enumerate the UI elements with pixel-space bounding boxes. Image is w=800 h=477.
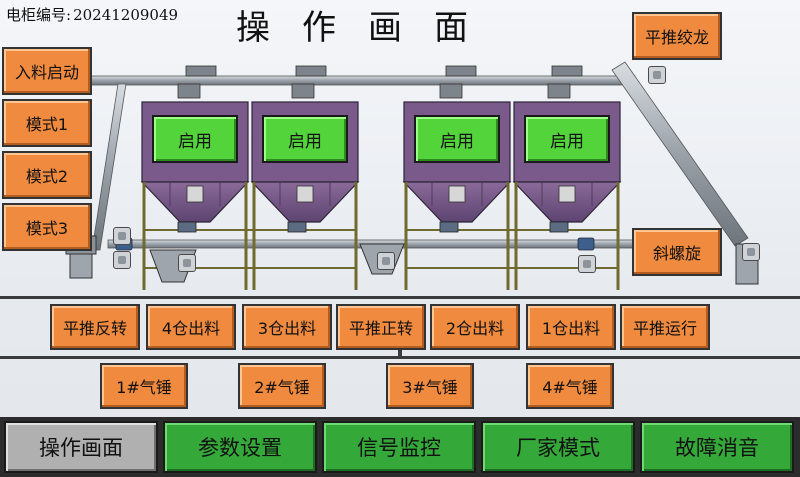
pusher-run-button[interactable]: 平推运行 bbox=[620, 304, 710, 350]
separator-line bbox=[0, 296, 800, 299]
silo-2-discharge-button[interactable]: 2仓出料 bbox=[430, 304, 520, 350]
silo-4-discharge-button[interactable]: 4仓出料 bbox=[146, 304, 236, 350]
mode-1-button[interactable]: 模式1 bbox=[2, 99, 92, 147]
silo-2-enable-button[interactable]: 启用 bbox=[262, 115, 348, 163]
nav-signal-monitor[interactable]: 信号监控 bbox=[322, 421, 476, 473]
silo-3-discharge-button[interactable]: 3仓出料 bbox=[242, 304, 332, 350]
valve-status-icon bbox=[377, 252, 395, 270]
connector bbox=[398, 350, 402, 358]
air-hammer-2-button[interactable]: 2#气锤 bbox=[238, 363, 326, 409]
screw-status-icon bbox=[742, 243, 760, 261]
air-hammer-4-button[interactable]: 4#气锤 bbox=[526, 363, 614, 409]
feed-start-button[interactable]: 入料启动 bbox=[2, 47, 92, 95]
silo-1-discharge-button[interactable]: 1仓出料 bbox=[526, 304, 616, 350]
air-hammer-3-button[interactable]: 3#气锤 bbox=[386, 363, 474, 409]
mode-3-button[interactable]: 模式3 bbox=[2, 203, 92, 251]
page-title: 操作画面 bbox=[236, 8, 500, 48]
silo-3-enable-button[interactable]: 启用 bbox=[414, 115, 500, 163]
nav-fault-silence[interactable]: 故障消音 bbox=[640, 421, 794, 473]
nav-parameter-settings[interactable]: 参数设置 bbox=[163, 421, 317, 473]
auger-status-icon bbox=[648, 66, 666, 84]
pusher-forward-button[interactable]: 平推正转 bbox=[336, 304, 426, 350]
nav-operation-screen[interactable]: 操作画面 bbox=[4, 421, 158, 473]
valve-status-icon bbox=[178, 254, 196, 272]
motor-status-icon bbox=[578, 255, 596, 273]
motor-status-icon bbox=[113, 227, 131, 245]
cabinet-number-label: 电柜编号:20241209049 bbox=[6, 4, 178, 25]
inclined-screw-button[interactable]: 斜螺旋 bbox=[632, 228, 722, 276]
silo-1-enable-button[interactable]: 启用 bbox=[152, 115, 238, 163]
cabinet-number: 20241209049 bbox=[73, 6, 179, 24]
motor-status-icon bbox=[113, 251, 131, 269]
cabinet-label: 电柜编号: bbox=[6, 6, 72, 24]
horizontal-auger-button[interactable]: 平推绞龙 bbox=[632, 12, 722, 60]
air-hammer-1-button[interactable]: 1#气锤 bbox=[100, 363, 188, 409]
pusher-reverse-button[interactable]: 平推反转 bbox=[50, 304, 140, 350]
nav-factory-mode[interactable]: 厂家模式 bbox=[481, 421, 635, 473]
bottom-navigation: 操作画面 参数设置 信号监控 厂家模式 故障消音 bbox=[0, 417, 800, 477]
mode-2-button[interactable]: 模式2 bbox=[2, 151, 92, 199]
silo-4-enable-button[interactable]: 启用 bbox=[524, 115, 610, 163]
